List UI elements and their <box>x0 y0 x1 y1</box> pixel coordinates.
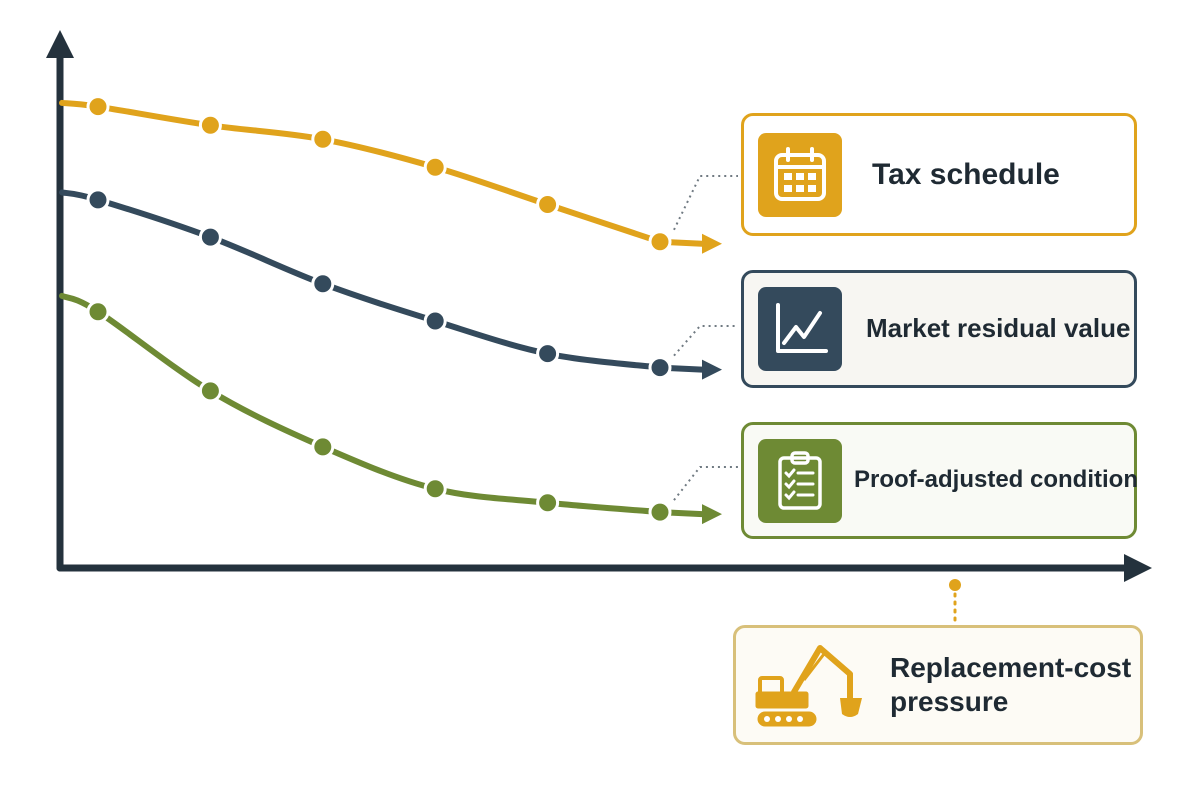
legend-card-proof-adjusted-condition: Proof-adjusted condition <box>741 422 1138 539</box>
data-point-market-residual-value-5 <box>536 342 560 366</box>
series-tax-schedule <box>59 95 722 254</box>
trend-chart-icon <box>758 287 842 371</box>
excavator-icon <box>754 640 866 730</box>
clipboard-checklist-icon <box>758 438 842 523</box>
series-line-market-residual-value <box>59 189 663 371</box>
data-point-tax-schedule-1 <box>86 95 110 119</box>
data-point-proof-adjusted-condition-1 <box>86 300 110 324</box>
connector-proof-adjusted-condition <box>673 466 738 501</box>
replacement-marker-dot <box>949 579 961 591</box>
series-market-residual-value <box>59 188 722 380</box>
data-point-tax-schedule-5 <box>536 193 560 217</box>
series-arrowhead-tax-schedule <box>702 233 722 254</box>
legend-label-market-residual-value: Market residual value <box>866 313 1131 344</box>
data-point-proof-adjusted-condition-5 <box>536 491 560 515</box>
data-point-tax-schedule-3 <box>311 127 335 151</box>
data-point-market-residual-value-4 <box>423 309 447 333</box>
legend-label-proof-adjusted-condition: Proof-adjusted condition <box>854 466 1138 494</box>
series-line-proof-adjusted-condition <box>59 292 663 516</box>
data-point-proof-adjusted-condition-2 <box>198 379 222 403</box>
connector-tax-schedule <box>673 175 738 231</box>
data-point-tax-schedule-2 <box>198 113 222 137</box>
y-axis-arrowhead <box>46 30 74 58</box>
series-proof-adjusted-condition <box>59 292 722 525</box>
connector-market-residual-value <box>673 325 738 357</box>
legend-label-tax-schedule: Tax schedule <box>872 157 1060 191</box>
data-point-proof-adjusted-condition-3 <box>311 435 335 459</box>
legend-card-market-residual-value: Market residual value <box>741 270 1137 388</box>
data-point-market-residual-value-3 <box>311 272 335 296</box>
legend-label-replacement-cost-pressure: Replacement-cost pressure <box>890 652 1132 717</box>
data-point-market-residual-value-2 <box>198 225 222 249</box>
data-point-market-residual-value-6 <box>648 356 672 380</box>
series-line-tax-schedule <box>59 99 663 245</box>
axes <box>46 30 1152 582</box>
series-arrowhead-market-residual-value <box>702 359 722 380</box>
data-point-tax-schedule-4 <box>423 155 447 179</box>
data-point-proof-adjusted-condition-4 <box>423 477 447 501</box>
series-layer <box>59 95 722 525</box>
data-point-tax-schedule-6 <box>648 230 672 254</box>
data-point-proof-adjusted-condition-6 <box>648 500 672 524</box>
legend-card-replacement-cost-pressure: Replacement-cost pressure <box>733 625 1143 745</box>
series-arrowhead-proof-adjusted-condition <box>702 504 722 525</box>
data-point-market-residual-value-1 <box>86 188 110 212</box>
legend-card-tax-schedule: Tax schedule <box>741 113 1137 236</box>
connectors <box>673 175 961 626</box>
calendar-icon <box>758 132 842 217</box>
x-axis-arrowhead <box>1124 554 1152 582</box>
